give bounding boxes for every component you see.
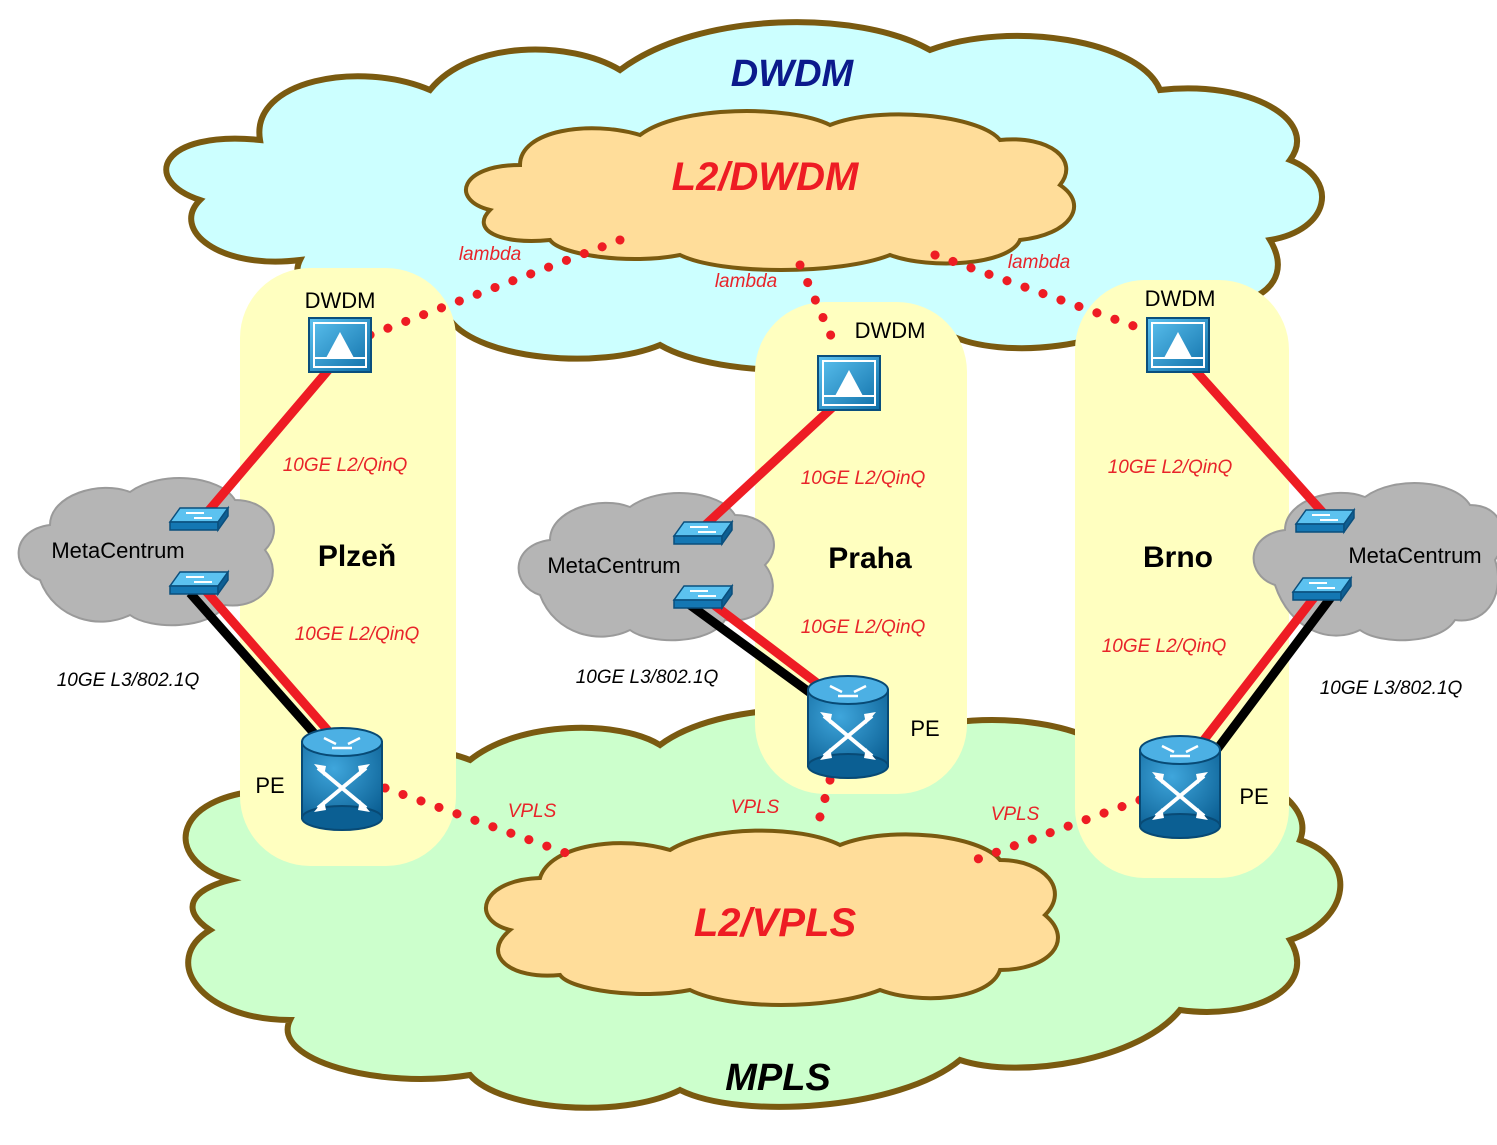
plzen-lambda-link xyxy=(365,235,625,340)
l2vpls-cloud xyxy=(484,828,1060,1007)
lambda-label: lambda xyxy=(1008,252,1070,273)
link-label-upper: 10GE L2/QinQ xyxy=(283,455,408,476)
switch-icon xyxy=(168,569,230,597)
dwdm-device-label: DWDM xyxy=(305,288,376,313)
metacentrum-label: MetaCentrum xyxy=(51,538,184,563)
dwdm-device-icon xyxy=(308,317,372,373)
vpls-label: VPLS xyxy=(731,797,780,818)
lambda-label: lambda xyxy=(715,271,777,292)
site-city-label: Praha xyxy=(828,542,912,575)
pe-router-icon xyxy=(807,675,889,779)
praha-l3-link xyxy=(687,601,823,704)
switch-icon xyxy=(672,519,734,547)
pe-router-icon xyxy=(1139,735,1221,839)
link-label-lower: 10GE L2/QinQ xyxy=(801,617,926,638)
link-label-lower: 10GE L2/QinQ xyxy=(295,624,420,645)
praha-lambda-link xyxy=(795,260,840,350)
switch-icon xyxy=(1291,575,1353,603)
l3-link-label: 10GE L3/802.1Q xyxy=(1320,678,1463,699)
site-city-label: Plzeň xyxy=(318,540,396,573)
link-label-upper: 10GE L2/QinQ xyxy=(801,468,926,489)
link-label-upper: 10GE L2/QinQ xyxy=(1108,457,1233,478)
mpls-cloud-title: MPLS xyxy=(725,1057,831,1099)
praha-l2-link xyxy=(702,594,833,697)
dwdm-device-icon xyxy=(817,355,881,411)
plzen-l2-link xyxy=(201,587,334,736)
switch-icon xyxy=(168,505,230,533)
links xyxy=(186,365,1339,755)
pe-label: PE xyxy=(910,716,939,741)
pe-label: PE xyxy=(255,773,284,798)
site-city-label: Brno xyxy=(1143,541,1213,574)
vpls-label: VPLS xyxy=(991,804,1040,825)
dwdm-device-label: DWDM xyxy=(855,318,926,343)
brno-lambda-link xyxy=(930,250,1150,335)
pe-router-icon xyxy=(301,727,383,831)
dwdm-device-icon xyxy=(1146,317,1210,373)
plzen-dwdm-switch-link xyxy=(201,365,334,518)
brno-l3-link xyxy=(1211,589,1339,755)
l3-link-label: 10GE L3/802.1Q xyxy=(576,667,719,688)
l2dwdm-cloud xyxy=(464,109,1077,272)
dwdm-device-label: DWDM xyxy=(1145,286,1216,311)
l2vpls-cloud-title: L2/VPLS xyxy=(694,901,857,945)
metacentrum-label: MetaCentrum xyxy=(547,553,680,578)
dwdm-cloud-title: DWDM xyxy=(731,53,855,95)
plzen-l3-link xyxy=(186,590,324,743)
vpls-label: VPLS xyxy=(508,801,557,822)
l3-link-label: 10GE L3/802.1Q xyxy=(57,670,200,691)
metacentrum-label: MetaCentrum xyxy=(1348,543,1481,568)
brno-dwdm-switch-link xyxy=(1191,366,1329,519)
link-label-lower: 10GE L2/QinQ xyxy=(1102,636,1227,657)
brno-l2-link xyxy=(1196,587,1324,748)
l2dwdm-cloud-title: L2/DWDM xyxy=(672,155,860,199)
dotted-links xyxy=(365,235,1150,865)
pe-label: PE xyxy=(1239,784,1268,809)
lambda-label: lambda xyxy=(459,244,521,265)
praha-dwdm-switch-link xyxy=(696,401,839,534)
switch-icon xyxy=(1294,507,1356,535)
switch-icon xyxy=(672,583,734,611)
plzen-vpls-link xyxy=(380,783,585,863)
